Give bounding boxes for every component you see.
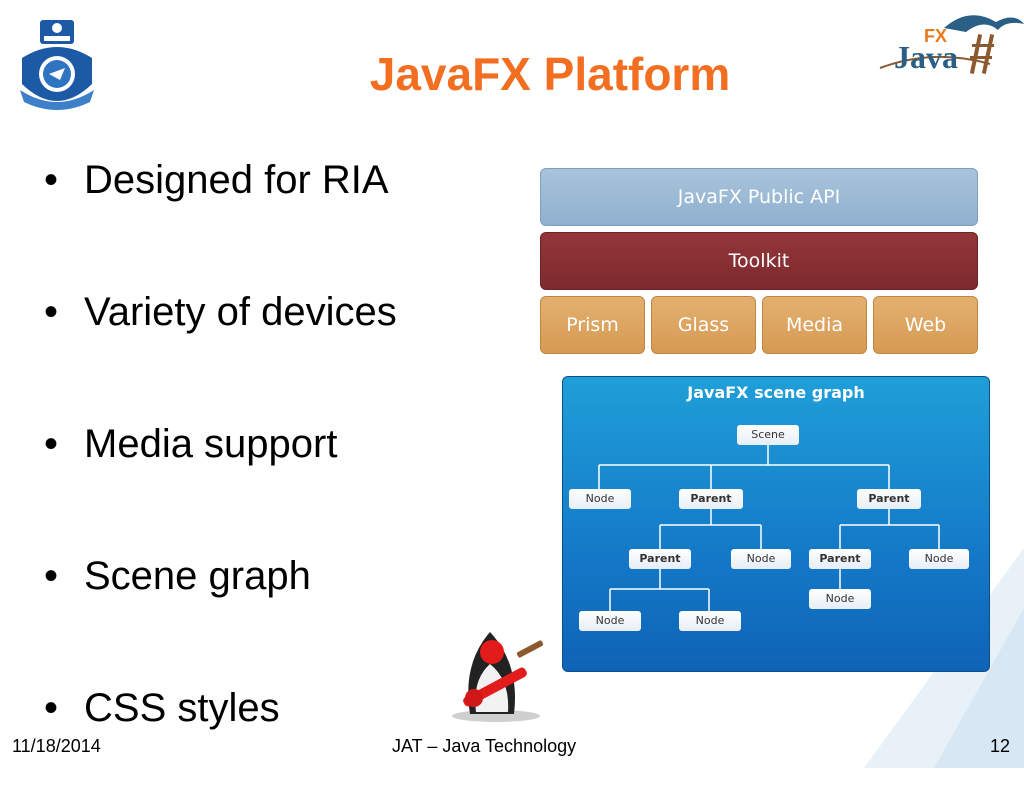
graph-node: Node	[809, 589, 871, 609]
bullet-item: • Designed for RIA	[44, 150, 397, 282]
bullet-dot-icon: •	[44, 422, 59, 466]
bullet-text: CSS styles	[84, 686, 280, 730]
footer-page-number: 12	[990, 736, 1011, 756]
module-prism: Prism	[540, 296, 645, 354]
bullet-text: Media support	[84, 422, 338, 466]
graph-node: Node	[679, 611, 741, 631]
bullet-dot-icon: •	[44, 686, 59, 730]
scene-graph-diagram: JavaFX scene graph Scene Node Parent Par…	[562, 376, 990, 672]
graph-parent-node: Parent	[629, 549, 691, 569]
bullet-text: Scene graph	[84, 554, 311, 598]
javafx-logo-icon: Java FX	[879, 15, 1024, 75]
bullet-text: Designed for RIA	[84, 158, 389, 202]
graph-node: Node	[731, 549, 791, 569]
svg-text:Java: Java	[894, 39, 958, 75]
graph-node: Node	[569, 489, 631, 509]
module-media: Media	[762, 296, 867, 354]
architecture-diagram: JavaFX Public API Toolkit Prism Glass Me…	[540, 168, 978, 354]
graph-node: Node	[579, 611, 641, 631]
module-row: Prism Glass Media Web	[540, 296, 978, 354]
graph-parent-node: Parent	[679, 489, 743, 509]
graph-parent-node: Parent	[809, 549, 871, 569]
bullet-text: Variety of devices	[84, 290, 397, 334]
bullet-dot-icon: •	[44, 290, 59, 334]
graph-node: Node	[909, 549, 969, 569]
footer-date: 11/18/2014	[12, 736, 101, 756]
scene-graph-title: JavaFX scene graph	[687, 383, 865, 402]
bullet-item: • CSS styles	[44, 678, 397, 810]
bullet-item: • Scene graph	[44, 546, 397, 678]
module-glass: Glass	[651, 296, 756, 354]
module-web: Web	[873, 296, 978, 354]
scene-graph-connectors	[598, 445, 940, 611]
university-crest-icon	[20, 20, 94, 110]
scene-root-node: Scene	[737, 425, 799, 445]
bullet-item: • Variety of devices	[44, 282, 397, 414]
bullet-dot-icon: •	[44, 158, 59, 202]
svg-text:FX: FX	[924, 26, 947, 46]
bullet-dot-icon: •	[44, 554, 59, 598]
footer-title: JAT – Java Technology	[392, 736, 577, 756]
bullet-item: • Media support	[44, 414, 397, 546]
public-api-layer: JavaFX Public API	[540, 168, 978, 226]
duke-guitar-icon	[452, 632, 544, 722]
bullet-list: • Designed for RIA • Variety of devices • M…	[44, 150, 397, 810]
slide-title: JavaFX Platform	[369, 48, 731, 100]
toolkit-layer: Toolkit	[540, 232, 978, 290]
graph-parent-node: Parent	[857, 489, 921, 509]
